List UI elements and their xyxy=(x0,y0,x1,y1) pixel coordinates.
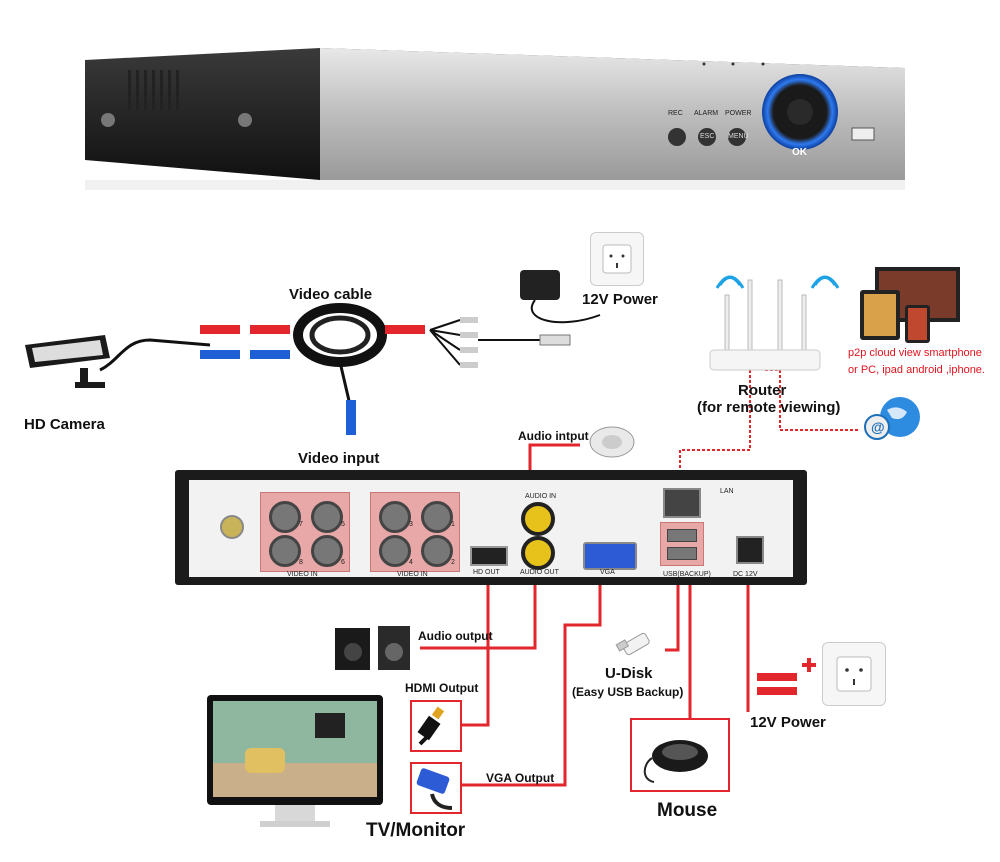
router-label: Router xyxy=(738,382,787,399)
hd-out-label: HD OUT xyxy=(473,569,500,576)
lan-label: LAN xyxy=(720,488,734,495)
vga-output-label: VGA Output xyxy=(486,771,555,785)
svg-text:@: @ xyxy=(871,419,885,435)
remote-devices-icon xyxy=(855,265,965,345)
video-in-label-right: VIDEO IN xyxy=(397,571,428,578)
router-sub-label: (for remote viewing) xyxy=(697,399,841,416)
p2p-line1: p2p cloud view smartphone xyxy=(848,347,982,359)
dc-polarity-icon xyxy=(752,655,822,705)
mouse-label: Mouse xyxy=(657,800,718,821)
ground-screw-icon xyxy=(220,515,244,539)
microphone-icon xyxy=(582,420,637,460)
bnc-port xyxy=(311,535,343,567)
power-outlet-bottom-icon xyxy=(822,642,886,706)
tv-monitor-icon xyxy=(205,693,385,833)
bnc-port xyxy=(379,535,411,567)
mouse-icon xyxy=(630,718,730,792)
audio-in-port xyxy=(521,502,555,536)
tv-monitor-label: TV/Monitor xyxy=(366,820,466,841)
port-number: 8 xyxy=(299,559,303,566)
hd-camera-label: HD Camera xyxy=(24,416,105,433)
power-led-label: POWER xyxy=(725,110,752,117)
audio-output-label: Audio output xyxy=(418,629,493,643)
hdmi-output-label: HDMI Output xyxy=(405,681,479,695)
port-number: 4 xyxy=(409,559,413,566)
audio-out-label: AUDIO OUT xyxy=(520,569,559,576)
video-input-label: Video input xyxy=(298,450,380,467)
ok-button-label: OK xyxy=(792,147,807,158)
p2p-line2: or PC, ipad android ,iphone. xyxy=(848,364,985,376)
power-top-label: 12V Power xyxy=(582,291,658,308)
udisk-label: U-Disk xyxy=(605,665,653,682)
esc-button-label: ESC xyxy=(700,133,715,140)
port-number: 5 xyxy=(341,521,345,528)
bnc-port xyxy=(421,501,453,533)
dc-power-port xyxy=(736,536,764,564)
power-bottom-label: 12V Power xyxy=(750,714,826,731)
port-number: 2 xyxy=(451,559,455,566)
bnc-port xyxy=(379,501,411,533)
port-number: 3 xyxy=(409,521,413,528)
rec-label: REC xyxy=(668,110,683,117)
port-number: 7 xyxy=(299,521,303,528)
bnc-port xyxy=(269,501,301,533)
udisk-sub-label: (Easy USB Backup) xyxy=(572,685,684,699)
bnc-port xyxy=(269,535,301,567)
vga-cable-icon xyxy=(410,762,462,814)
audio-out-port xyxy=(521,536,555,570)
internet-globe-icon: @ xyxy=(862,395,924,443)
video-in-label-left: VIDEO IN xyxy=(287,571,318,578)
bnc-port xyxy=(311,501,343,533)
menu-button-label: MENU xyxy=(728,133,749,140)
port-number: 1 xyxy=(451,521,455,528)
power-outlet-top-icon xyxy=(590,232,644,286)
port-number: 6 xyxy=(341,559,345,566)
hd-camera-icon xyxy=(20,330,115,390)
audio-input-label: Audio intput xyxy=(518,429,589,443)
alarm-label: ALARM xyxy=(694,110,719,117)
hdmi-cable-icon xyxy=(410,700,462,752)
dvr-back-panel: 7 5 8 6 VIDEO IN 3 1 4 2 VIDEO IN AUDIO … xyxy=(175,470,807,585)
video-cable-label: Video cable xyxy=(289,286,373,303)
audio-in-label: AUDIO IN xyxy=(525,493,557,500)
hdmi-port xyxy=(470,546,508,566)
vga-port xyxy=(583,542,637,570)
usb-label: USB(BACKUP) xyxy=(663,571,711,578)
speakers-icon xyxy=(333,622,413,672)
dc-label: DC 12V xyxy=(733,571,758,578)
video-in-group-right: 3 1 4 2 xyxy=(370,492,460,572)
dvr-front-panel: REC ALARM POWER ESC MENU OK xyxy=(80,40,910,230)
dvr-front-illustration xyxy=(85,48,905,190)
usb-flash-drive-icon xyxy=(615,628,660,658)
lan-port xyxy=(663,488,701,518)
bnc-port xyxy=(421,535,453,567)
vga-label: VGA xyxy=(600,569,615,576)
usb-port-group xyxy=(660,522,704,566)
video-in-group-left: 7 5 8 6 xyxy=(260,492,350,572)
router-icon xyxy=(690,255,840,375)
